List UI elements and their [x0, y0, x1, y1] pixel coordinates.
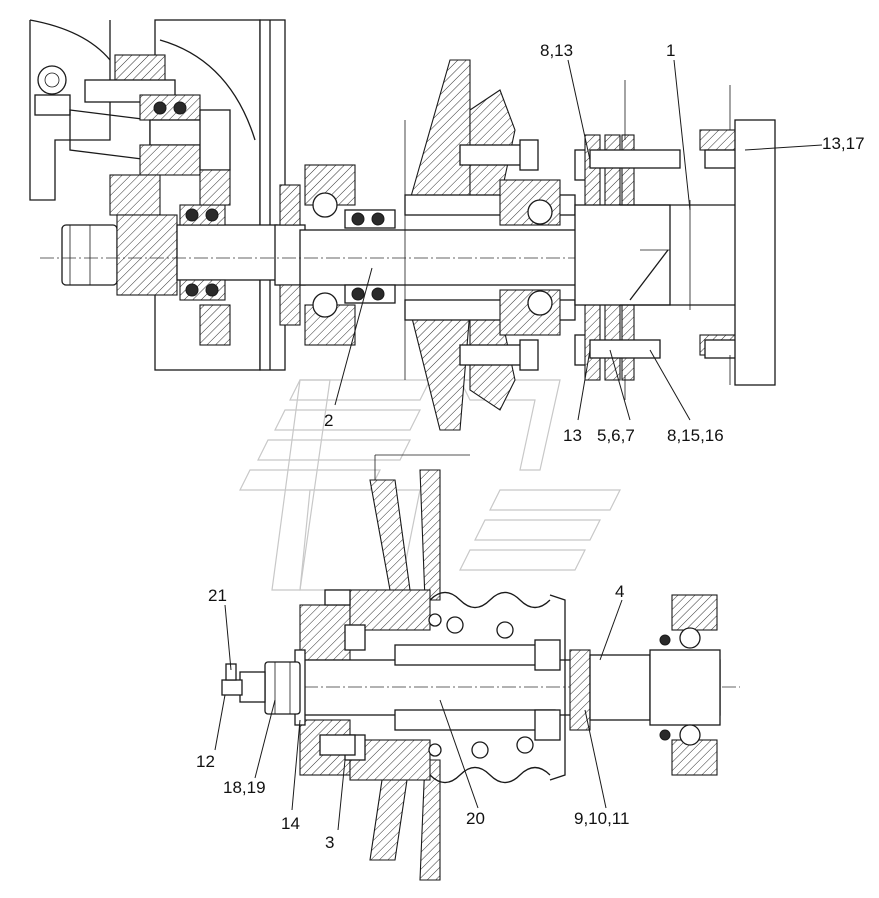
end-nut — [264, 661, 301, 715]
callout-20: 20 — [466, 809, 485, 828]
callout-leaders — [214, 59, 823, 831]
grease-nipple — [221, 679, 243, 696]
callout-21: 21 — [208, 586, 227, 605]
callout-3: 3 — [325, 833, 334, 852]
spring-top — [429, 591, 551, 609]
callout-13-17: 13,17 — [822, 134, 865, 153]
callout-2: 2 — [324, 411, 333, 430]
callout-18-19: 18,19 — [223, 778, 266, 797]
callout-1: 1 — [666, 41, 675, 60]
callout-8-15-16: 8,15,16 — [667, 426, 724, 445]
watermark-logo — [239, 379, 621, 591]
frame-left — [29, 20, 111, 201]
callout-5-6-7: 5,6,7 — [597, 426, 635, 445]
callout-12: 12 — [196, 752, 215, 771]
callout-9-10-11: 9,10,11 — [574, 809, 629, 828]
callout-labels: 8,13 1 13,17 2 13 5,6,7 8,15,16 4 21 12 … — [196, 41, 865, 852]
upper-bolt — [459, 144, 526, 166]
callout-4: 4 — [615, 582, 624, 601]
callout-8-13: 8,13 — [540, 41, 573, 60]
upper-pulley-left-flange — [409, 59, 471, 201]
lower-assembly — [221, 454, 740, 881]
pivot-bolt — [37, 65, 67, 95]
callout-13: 13 — [563, 426, 582, 445]
callout-14: 14 — [281, 814, 300, 833]
main-shaft — [299, 229, 581, 286]
lower-pulley-flange — [369, 479, 411, 591]
upper-assembly — [29, 19, 776, 431]
